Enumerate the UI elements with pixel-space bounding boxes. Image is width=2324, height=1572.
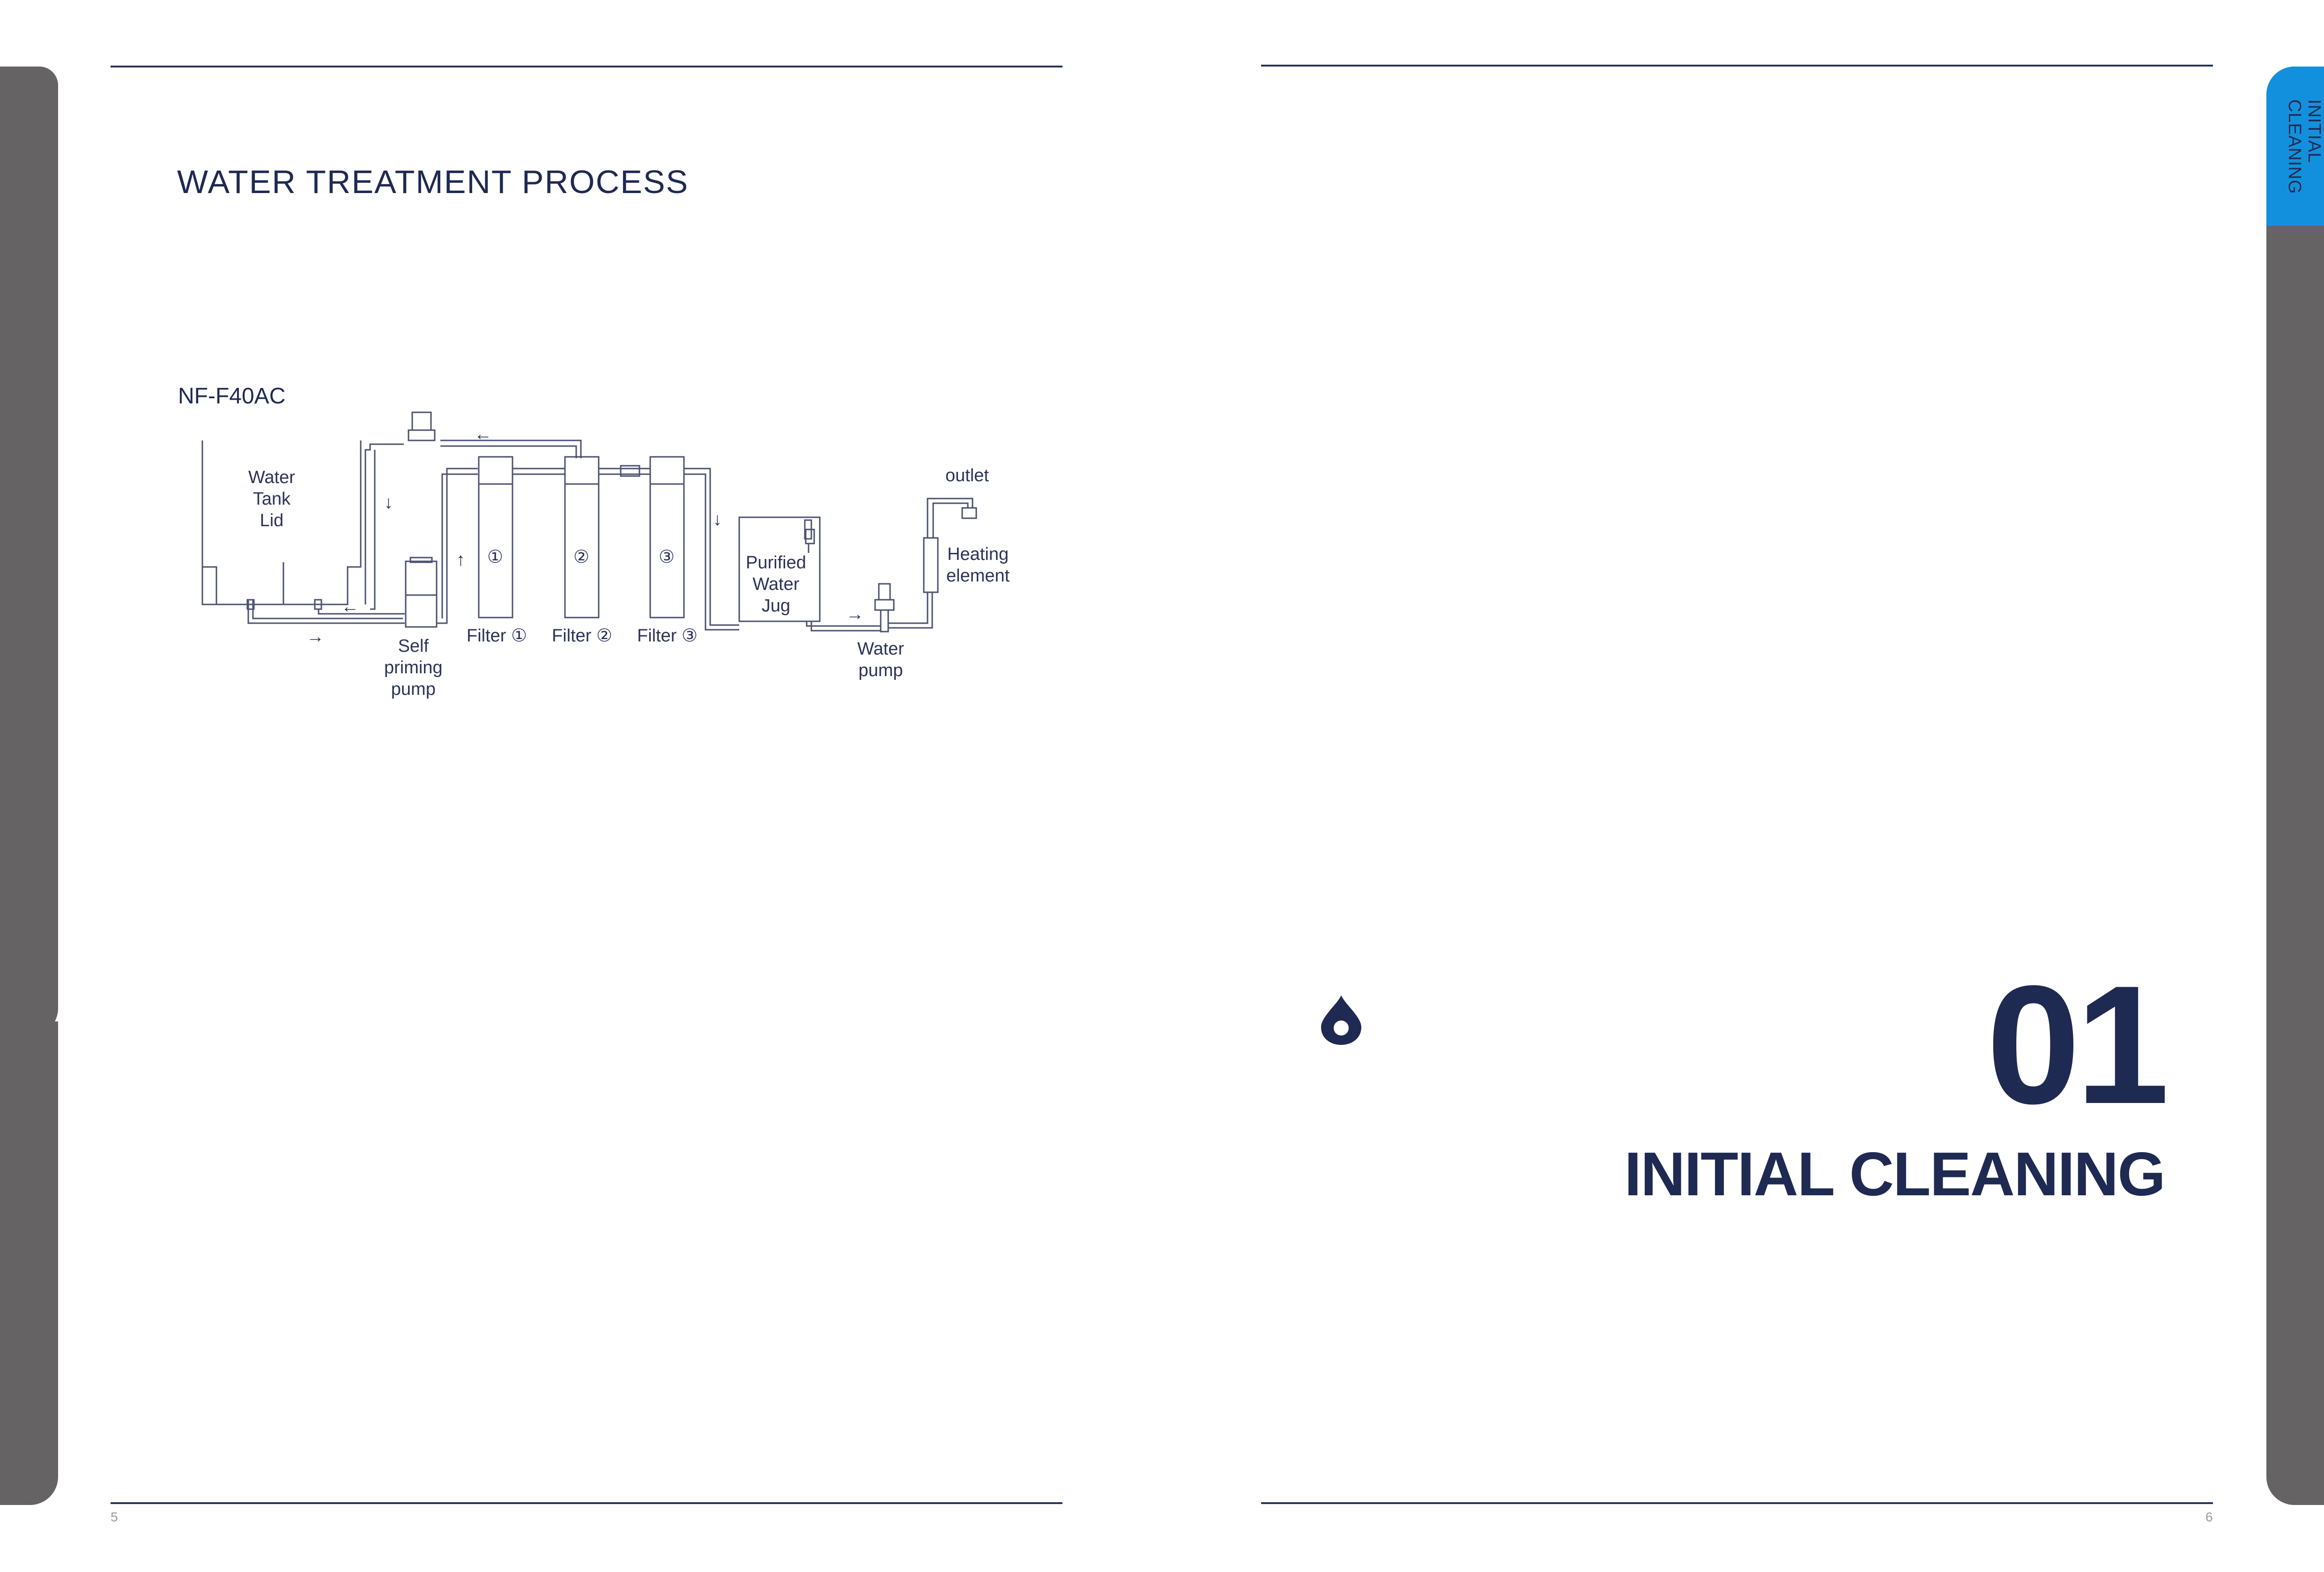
water-tank xyxy=(201,440,362,605)
right-page-number: 6 xyxy=(2205,1510,2213,1524)
self-priming-pump-label: Self priming pump xyxy=(384,636,443,699)
outlet-label: outlet xyxy=(945,466,989,485)
arrow-top-left: ← xyxy=(474,425,492,444)
filter-2 xyxy=(564,456,600,485)
water-pump xyxy=(878,583,891,601)
left-top-rule xyxy=(111,66,1062,67)
purified-water-jug-label: Purified Water Jug xyxy=(746,553,806,616)
right-top-rule xyxy=(1261,65,2213,67)
water-tank-lid-label: Water Tank Lid xyxy=(248,468,295,530)
arrow-right-bottom: → xyxy=(306,627,324,647)
water-drop-icon xyxy=(1321,995,1361,1045)
model-name: NF-F40AC xyxy=(178,384,286,409)
heating-element xyxy=(923,537,939,593)
self-priming-pump xyxy=(405,560,438,628)
left-side-bar xyxy=(0,67,58,1036)
water-pump-label: Water pump xyxy=(857,639,904,680)
chapter-title: INITIAL CLEANING xyxy=(1624,1140,2166,1208)
chapter-number: 01 xyxy=(1986,951,2169,1139)
arrow-up-pump: ↑ xyxy=(456,550,465,570)
heating-element-label: Heating element xyxy=(946,544,1010,586)
arrow-down-tank: ↓ xyxy=(384,493,393,513)
arrow-right-pump: → xyxy=(846,604,864,624)
left-side-bar-lower xyxy=(0,1021,58,1505)
section-tab[interactable]: INITIAL CLEANING xyxy=(2266,67,2324,226)
left-bottom-rule xyxy=(111,1502,1062,1504)
purified-water-jug xyxy=(738,516,821,622)
filter-3-label: Filter ③ xyxy=(637,626,698,646)
left-page-number: 5 xyxy=(111,1510,118,1524)
right-side-bar xyxy=(2266,67,2324,1505)
filter-3 xyxy=(649,456,685,485)
filter-1-label: Filter ① xyxy=(467,626,527,646)
outlet-tap xyxy=(961,507,977,519)
filter-1-mark: ① xyxy=(487,547,504,567)
filter-2-label: Filter ② xyxy=(552,626,613,646)
section-tab-label: INITIAL CLEANING xyxy=(2285,99,2324,194)
page-title: WATER TREATMENT PROCESS xyxy=(177,164,689,200)
filter-2-mark: ② xyxy=(573,547,590,567)
top-valve xyxy=(411,411,432,431)
arrow-down-jug: ↓ xyxy=(713,510,722,529)
right-bottom-rule xyxy=(1261,1502,2213,1504)
filter-1 xyxy=(478,456,513,485)
filter-3-mark: ③ xyxy=(659,547,675,567)
arrow-left-tank: ← xyxy=(341,597,359,617)
